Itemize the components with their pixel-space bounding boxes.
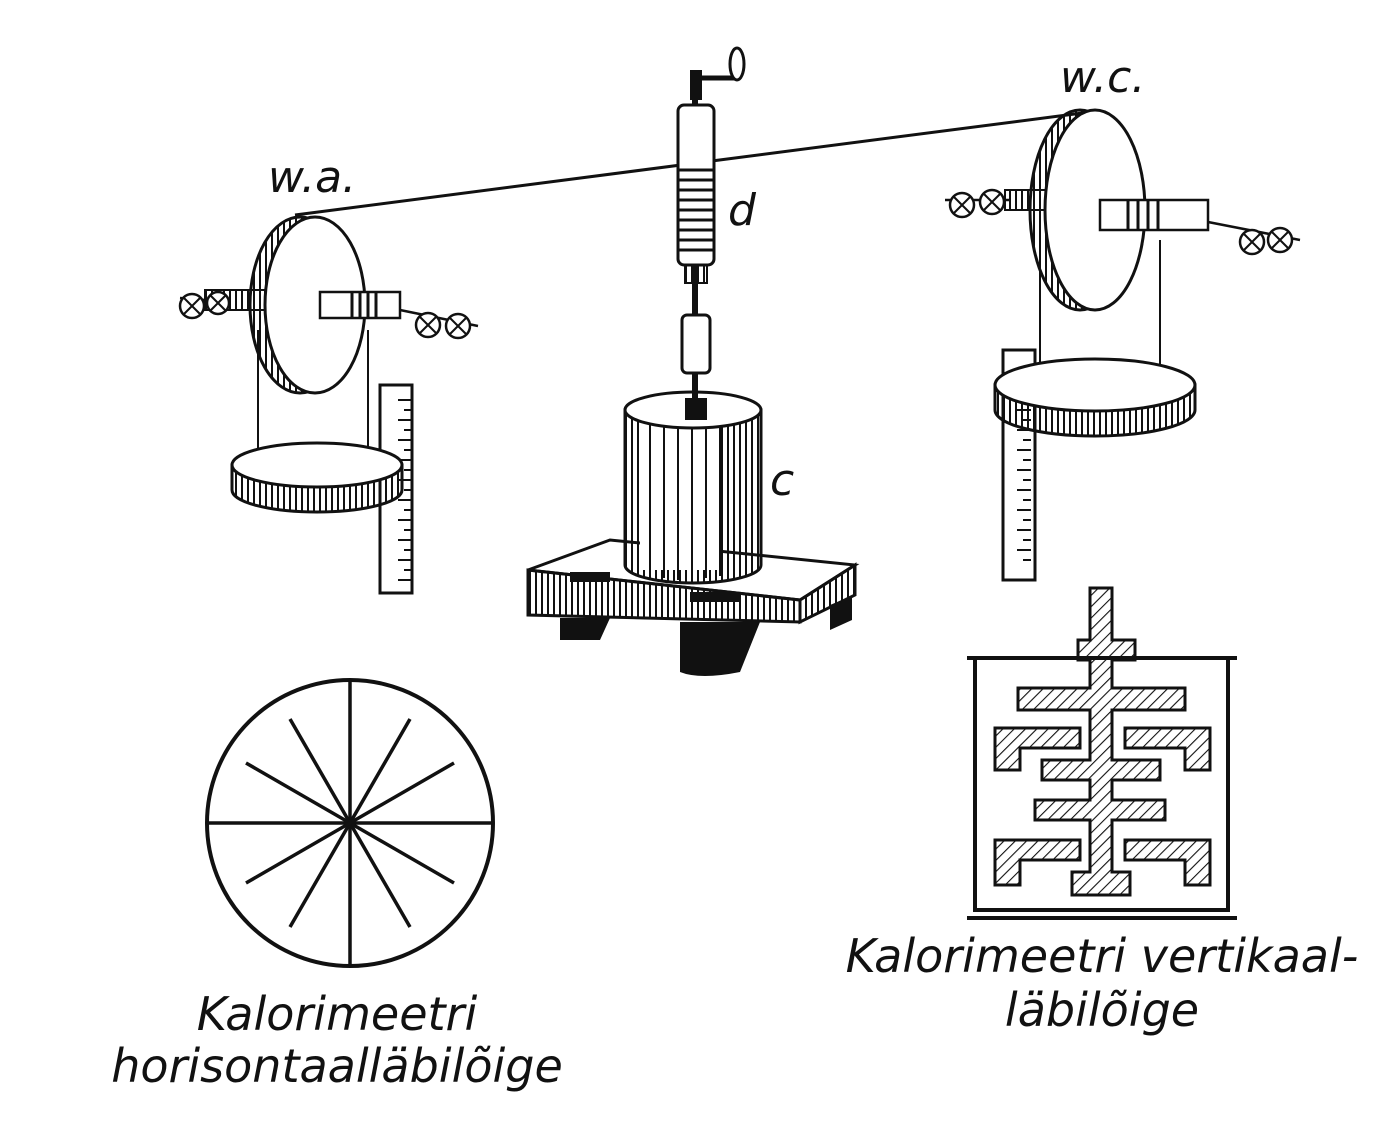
right-weight-disc [993,357,1197,438]
calorimeter-stand [526,538,860,676]
caption-vertical-line1: Kalorimeetri vertikaal- [846,929,1359,983]
label-w-a: w.a. [268,152,356,203]
fixed-vanes [993,726,1212,887]
left-weight-disc [230,441,404,514]
left-bearing-balls [178,290,472,340]
right-bearing-balls [948,188,1294,256]
label-c: c [770,455,794,506]
label-w-c: w.c. [1060,52,1145,103]
left-pulley-assembly: w.a. [178,152,479,595]
label-d: d [728,185,757,236]
spindle-drum [676,46,746,420]
vertical-section-figure: Kalorimeetri vertikaal- läbilõige [846,586,1359,1037]
caption-vertical-line2: läbilõige [1005,983,1199,1037]
paddle-shaft [1016,586,1187,897]
paddle-spokes [207,680,493,966]
calorimeter-cylinder [623,390,763,585]
horizontal-section-figure: Kalorimeetri horisontaalläbilõige [111,678,563,1093]
crank-handle [690,46,746,100]
caption-horizontal-line1: Kalorimeetri [197,987,478,1041]
calorimeter-assembly: d c [526,46,860,676]
caption-horizontal-line2: horisontaalläbilõige [111,1039,563,1093]
right-pulley-assembly: w.c. [945,52,1301,582]
